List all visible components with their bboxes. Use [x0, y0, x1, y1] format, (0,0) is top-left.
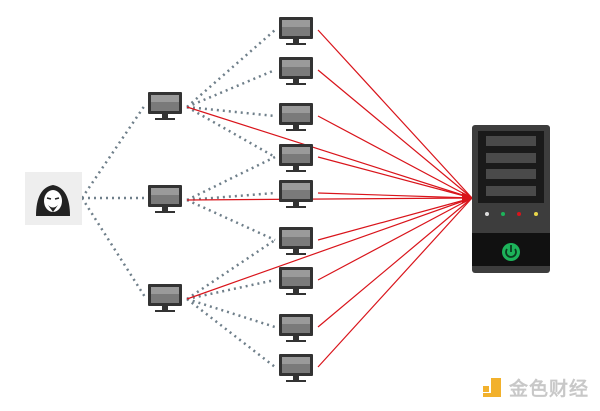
zombie-computer-icon [279, 227, 313, 255]
attack-line [317, 197, 473, 328]
monitor-neck [293, 166, 299, 170]
watermark-text: 金色财经 [509, 378, 590, 400]
server-drive-bay [486, 136, 536, 146]
monitor-stand [286, 129, 306, 131]
control-line [186, 68, 276, 109]
server-drive-bay [486, 169, 536, 179]
monitor-screen-glare [282, 270, 310, 277]
attack-line [317, 69, 473, 199]
zombie-computer-icon [279, 180, 313, 208]
server-led [501, 212, 505, 216]
monitor-stand [155, 118, 175, 120]
zombie-computer-icon [279, 354, 313, 382]
monitor-neck [293, 336, 299, 340]
controller-computer-icon [148, 284, 182, 312]
control-line [186, 298, 276, 368]
attack-line [186, 197, 473, 201]
control-line [80, 104, 147, 199]
attack-line [317, 197, 473, 241]
monitor-screen-glare [282, 147, 310, 154]
monitor-neck [162, 207, 168, 211]
monitor-stand [286, 170, 306, 172]
arrowhead-icon [462, 192, 474, 204]
server-drive-bay [486, 186, 536, 196]
control-line [186, 238, 276, 301]
monitor-stand [155, 310, 175, 312]
monitor-screen-glare [282, 357, 310, 364]
monitor-stand [286, 380, 306, 382]
controller-computer-icon [148, 92, 182, 120]
hacker-mustache [48, 205, 58, 212]
attack-line [186, 106, 473, 199]
attack-line [317, 192, 473, 199]
control-line [186, 105, 276, 159]
control-line [186, 29, 276, 108]
zombie-computer-icon [279, 17, 313, 45]
hacker-eyes [46, 197, 60, 200]
attack-line [317, 29, 473, 199]
monitor-neck [293, 39, 299, 43]
control-line [80, 197, 147, 298]
monitor-stand [286, 206, 306, 208]
monitor-screen-glare [151, 188, 179, 195]
monitor-neck [293, 289, 299, 293]
zombie-computer-icon [279, 103, 313, 131]
monitor-neck [293, 125, 299, 129]
monitor-stand [286, 293, 306, 295]
attack-line [317, 197, 473, 281]
monitor-stand [155, 211, 175, 213]
zombie-computer-icon [279, 314, 313, 342]
monitor-neck [162, 114, 168, 118]
attack-line [317, 156, 473, 199]
control-line [186, 191, 276, 202]
monitor-screen-glare [282, 20, 310, 27]
control-line [186, 297, 276, 329]
monitor-neck [293, 202, 299, 206]
monitor-screen-glare [151, 287, 179, 294]
monitor-neck [293, 79, 299, 83]
server-led [534, 212, 538, 216]
monitor-stand [286, 83, 306, 85]
hacker-mask [44, 190, 62, 212]
monitor-screen-glare [282, 230, 310, 237]
monitor-screen-glare [282, 183, 310, 190]
server-led [517, 212, 521, 216]
control-line [186, 198, 276, 242]
control-line [186, 155, 276, 202]
monitor-screen-glare [282, 317, 310, 324]
zombie-computer-icon [279, 57, 313, 85]
monitor-neck [293, 249, 299, 253]
attack-line [317, 197, 473, 368]
monitor-neck [293, 376, 299, 380]
attack-line [186, 197, 473, 300]
server-led [485, 212, 489, 216]
control-line [186, 105, 276, 118]
server-drive-bay [486, 153, 536, 163]
server-icon [472, 125, 550, 273]
hacker-icon [25, 172, 82, 225]
monitor-screen-glare [282, 60, 310, 67]
attack-line [317, 115, 473, 199]
watermark-logo-icon [483, 377, 503, 398]
monitor-stand [286, 43, 306, 45]
monitor-stand [286, 253, 306, 255]
monitor-screen-glare [282, 106, 310, 113]
zombie-computer-icon [279, 144, 313, 172]
monitor-stand [286, 340, 306, 342]
watermark: 金色财经 [483, 374, 589, 401]
monitor-neck [162, 306, 168, 310]
controller-computer-icon [148, 185, 182, 213]
power-symbol [505, 248, 517, 258]
monitor-screen-glare [151, 95, 179, 102]
zombie-computer-icon [279, 267, 313, 295]
